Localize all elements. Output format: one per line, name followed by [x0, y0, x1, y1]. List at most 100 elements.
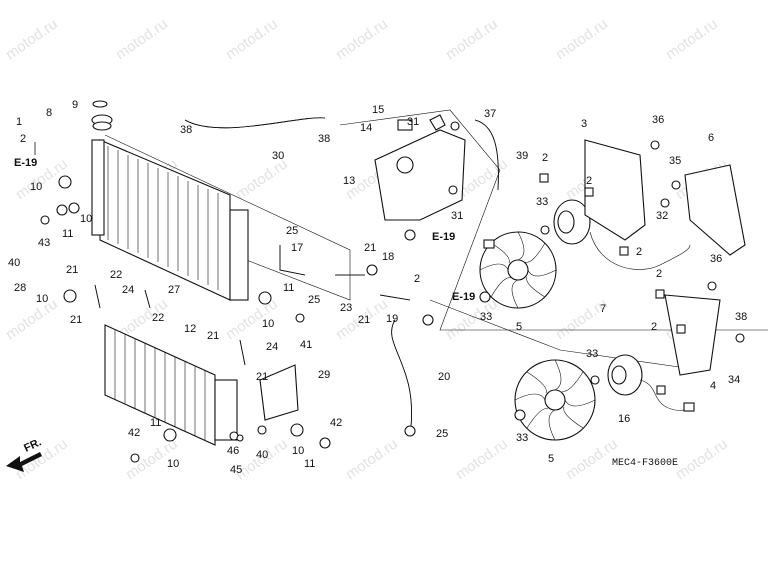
- callout-2: 2: [542, 152, 548, 164]
- callout-2: 2: [636, 246, 642, 258]
- callout-30: 30: [272, 150, 284, 162]
- callout-numbers: 1 8 9 2 38 30 38 15 14 31 37 39 3 36 6 3…: [8, 99, 747, 476]
- callout-39: 39: [516, 150, 528, 162]
- callout-33: 33: [516, 432, 528, 444]
- reference-labels: E-19 E-19 E-19: [14, 142, 475, 303]
- callout-24: 24: [266, 341, 278, 353]
- callout-14: 14: [360, 122, 372, 134]
- callout-20: 20: [438, 371, 450, 383]
- callout-42: 42: [128, 427, 140, 439]
- hardware-parts: [40, 121, 745, 463]
- hoses: [94, 117, 499, 436]
- callout-23: 23: [340, 302, 352, 314]
- callout-10: 10: [292, 445, 304, 457]
- callout-9: 9: [72, 99, 78, 111]
- ref-e19-left: E-19: [14, 157, 37, 169]
- callout-3: 3: [581, 118, 587, 130]
- main-radiator: [91, 139, 249, 301]
- callout-5: 5: [548, 453, 554, 465]
- fan-group-line: [429, 299, 701, 371]
- callout-43: 43: [38, 237, 50, 249]
- callout-16: 16: [618, 413, 630, 425]
- callout-34: 34: [728, 374, 740, 386]
- callout-33: 33: [586, 348, 598, 360]
- callout-38: 38: [180, 124, 192, 136]
- callout-33: 33: [480, 311, 492, 323]
- watermark-text: motod.ru: [663, 15, 721, 63]
- lower-radiator: [104, 324, 238, 446]
- callout-2: 2: [20, 133, 26, 145]
- callout-21: 21: [207, 330, 219, 342]
- callout-6: 6: [708, 132, 714, 144]
- fan-motor-upper: [553, 199, 591, 245]
- callout-10: 10: [262, 318, 274, 330]
- diagram-code-label: MEC4-F3600E: [612, 458, 678, 469]
- callout-8: 8: [46, 107, 52, 119]
- callout-32: 32: [656, 210, 668, 222]
- watermark-text: motod.ru: [333, 15, 391, 63]
- callout-21: 21: [358, 314, 370, 326]
- callout-15: 15: [372, 104, 384, 116]
- callout-11: 11: [62, 228, 73, 240]
- callout-5: 5: [516, 321, 522, 333]
- callout-36: 36: [652, 114, 664, 126]
- callout-10: 10: [80, 213, 92, 225]
- callout-25: 25: [286, 225, 298, 237]
- radiator-cap: [91, 100, 113, 131]
- callout-11: 11: [150, 417, 161, 429]
- callout-40: 40: [8, 257, 20, 269]
- callout-37: 37: [484, 108, 496, 120]
- callout-40: 40: [256, 449, 268, 461]
- callout-42: 42: [330, 417, 342, 429]
- callout-36: 36: [710, 253, 722, 265]
- callout-7: 7: [600, 303, 606, 315]
- fan-shroud-bracket: [584, 139, 746, 376]
- callout-31: 31: [407, 116, 419, 128]
- fan-upper: [479, 231, 557, 309]
- callout-22: 22: [110, 269, 122, 281]
- callout-38: 38: [318, 133, 330, 145]
- callout-21: 21: [66, 264, 78, 276]
- callout-2: 2: [656, 268, 662, 280]
- callout-33: 33: [536, 196, 548, 208]
- callout-10: 10: [36, 293, 48, 305]
- bracket-29: [259, 364, 299, 421]
- callout-12: 12: [184, 323, 196, 335]
- watermark-text: motod.ru: [113, 15, 171, 63]
- watermark-text: motod.ru: [343, 435, 401, 483]
- callout-18: 18: [382, 251, 394, 263]
- callout-31: 31: [451, 210, 463, 222]
- callout-46: 46: [227, 445, 239, 457]
- callout-29: 29: [318, 369, 330, 381]
- callout-21: 2: [414, 273, 420, 285]
- callout-22: 22: [152, 312, 164, 324]
- watermark-text: motod.ru: [673, 435, 731, 483]
- callout-11: 11: [304, 458, 315, 470]
- callout-19: 19: [386, 313, 398, 325]
- watermark-text: motod.ru: [553, 15, 611, 63]
- watermark-text: motod.ru: [223, 15, 281, 63]
- ref-e19-lower: E-19: [452, 291, 475, 303]
- callout-10: 10: [167, 458, 179, 470]
- watermark-text: motod.ru: [453, 435, 511, 483]
- callout-27: 27: [168, 284, 180, 296]
- fan-motor-lower: [607, 354, 643, 396]
- fan-lower: [514, 359, 596, 441]
- callout-11: 11: [283, 282, 294, 294]
- callout-24: 24: [122, 284, 134, 296]
- callout-4: 4: [710, 380, 716, 392]
- reservoir-group-line: [339, 109, 768, 331]
- callout-45: 45: [230, 464, 242, 476]
- callout-21: 21: [364, 242, 376, 254]
- callout-2: 2: [651, 321, 657, 333]
- watermark-text: motod.ru: [233, 155, 291, 203]
- callout-17: 17: [291, 242, 303, 254]
- callout-41: 41: [300, 339, 312, 351]
- ref-e19-middle: E-19: [432, 231, 455, 243]
- callout-1: 1: [16, 116, 22, 128]
- watermark-text: motod.ru: [443, 15, 501, 63]
- callout-21: 21: [70, 314, 82, 326]
- callout-13: 13: [343, 175, 355, 187]
